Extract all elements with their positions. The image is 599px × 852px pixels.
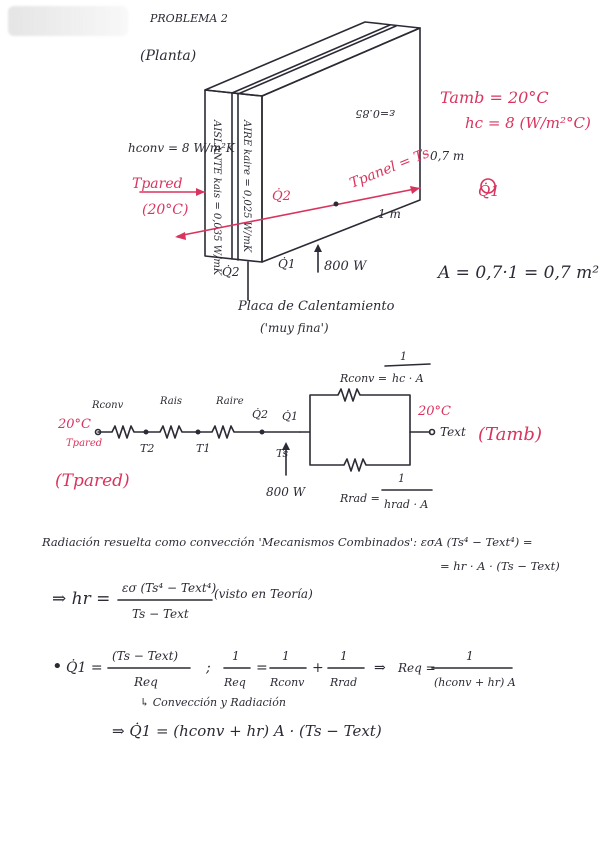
hr-label: ⇒ hr =: [52, 589, 110, 609]
rrad-num: 1: [398, 472, 405, 485]
node-t1: [195, 429, 201, 435]
node-right: [428, 428, 436, 436]
rconv-inv-num: 1: [282, 649, 290, 663]
thermal-circuit: [94, 388, 436, 476]
raire-label: Raire: [215, 396, 244, 407]
bullet: •: [52, 656, 63, 677]
panel-height-label: 0,7 m: [430, 149, 464, 163]
circuit-left-temp-label: Tpared: [66, 438, 102, 449]
circuit-power-arrowhead: [282, 442, 290, 450]
node-t2: [143, 429, 149, 435]
area-formula: A = 0,7·1 = 0,7 m²: [436, 263, 599, 283]
req-result-num: 1: [466, 649, 474, 663]
series-resistors: [97, 425, 301, 439]
rconv-right-den: hc · A: [392, 372, 424, 385]
rrad-inv-num: 1: [340, 649, 348, 663]
rconv-right-label: Rconv =: [339, 372, 387, 385]
circuit-right-note: (Tamb): [478, 424, 542, 445]
panel-length-label: 1 m: [378, 207, 401, 221]
ambient-temp-label: Tamb = 20°C: [440, 88, 549, 107]
rconv-left-label: Rconv: [91, 400, 124, 411]
heating-plate-note: ('muy fina'): [260, 321, 329, 335]
equals-1: =: [256, 660, 268, 676]
page-subtitle: (Planta): [140, 48, 196, 64]
note-line-1b: = hr · A · (Ts − Text): [440, 559, 560, 573]
power-label: 800 W: [324, 259, 368, 274]
rconv-right-fraction-bar: [384, 363, 431, 367]
circuit-left-temp: 20°C: [57, 417, 91, 432]
conv-rad-note: ↳ Convección y Radiación: [140, 696, 286, 709]
q1-eq-numerator: (Ts − Text): [112, 649, 178, 663]
plus-sign: +: [312, 660, 324, 676]
insulation-layer-label: AISLANTE kais = 0,035 W/mK: [211, 119, 222, 276]
wall-temp-label: Tpared: [132, 176, 183, 192]
note-line-1: Radiación resuelta como convección 'Meca…: [41, 535, 533, 549]
circuit-q2-label: Q̇2: [252, 408, 268, 421]
power-arrow-head: [314, 244, 322, 252]
semicolon: ;: [205, 660, 211, 676]
emissivity-label: ε=0.85: [355, 107, 395, 120]
layer-top-line-2: [237, 25, 397, 95]
node-t1-label: T1: [196, 442, 210, 455]
q1-right-circle: [480, 178, 496, 194]
node-t2-label: T2: [140, 442, 154, 455]
panel-center-dot: [333, 201, 339, 207]
panel-3d-drawing: [204, 21, 421, 263]
wall-arrow-head: [196, 188, 205, 196]
implies-arrow: ⇒: [374, 660, 386, 676]
hr-note: (visto en Teoría): [214, 587, 313, 601]
hr-numerator: εσ (Ts⁴ − Text⁴): [122, 581, 216, 595]
air-layer-label: AIRE kaire = 0,025 W/mK: [241, 119, 252, 253]
q2-mid-label: Q̇2: [272, 188, 291, 204]
req-result-den: (hconv + hr) A: [434, 676, 516, 689]
q1-eq-label: Q̇1 =: [66, 658, 103, 676]
ambient-hc-label: hc = 8 (W/m²°C): [465, 114, 591, 132]
req-inv-den: Req: [223, 676, 246, 689]
q2-bottom-label: Q̇2: [222, 264, 239, 279]
top-scrawl: PROBLEMA 2: [149, 12, 228, 25]
q1-bottom-label: Q̇1: [278, 256, 295, 271]
node-ts: [259, 429, 265, 435]
heat-flow-left-arrowhead: [175, 232, 186, 240]
layer-top-line-1: [231, 24, 391, 94]
node-ts-label: Ts: [276, 447, 289, 460]
rconv-inv-den: Rconv: [269, 676, 305, 689]
wall-temp-value: (20°C): [142, 202, 188, 218]
hconv-left-label: hconv = 8 W/m²K: [128, 141, 236, 155]
pencil-smudge: [8, 6, 128, 36]
rrad-den: hrad · A: [384, 498, 428, 511]
final-equation: ⇒ Q̇1 = (hconv + hr) A · (Ts − Text): [112, 722, 382, 740]
circuit-right-temp: 20°C: [417, 404, 451, 419]
rrad-label: Rrad =: [339, 492, 380, 505]
req-result-label: Req =: [397, 661, 436, 675]
heat-flow-arrowhead: [410, 186, 420, 194]
q1-eq-denominator: Req: [133, 675, 158, 689]
parallel-resistors: [299, 388, 411, 472]
panel-right-face: [261, 27, 421, 263]
req-inv-num: 1: [232, 649, 240, 663]
rconv-right-num: 1: [400, 350, 407, 363]
rais-label: Rais: [159, 396, 182, 407]
hr-denominator: Ts − Text: [132, 607, 189, 621]
node-left: [94, 428, 102, 436]
circuit-q1-label: Q̇1: [282, 410, 298, 423]
circuit-power-label: 800 W: [266, 485, 307, 499]
circuit-right-label: Text: [440, 425, 466, 439]
heat-flow-line: [177, 187, 421, 237]
heating-plate-label: Placa de Calentamiento: [237, 299, 395, 314]
circuit-left-note: (Tpared): [55, 471, 130, 491]
rrad-inv-den: Rrad: [329, 676, 357, 689]
